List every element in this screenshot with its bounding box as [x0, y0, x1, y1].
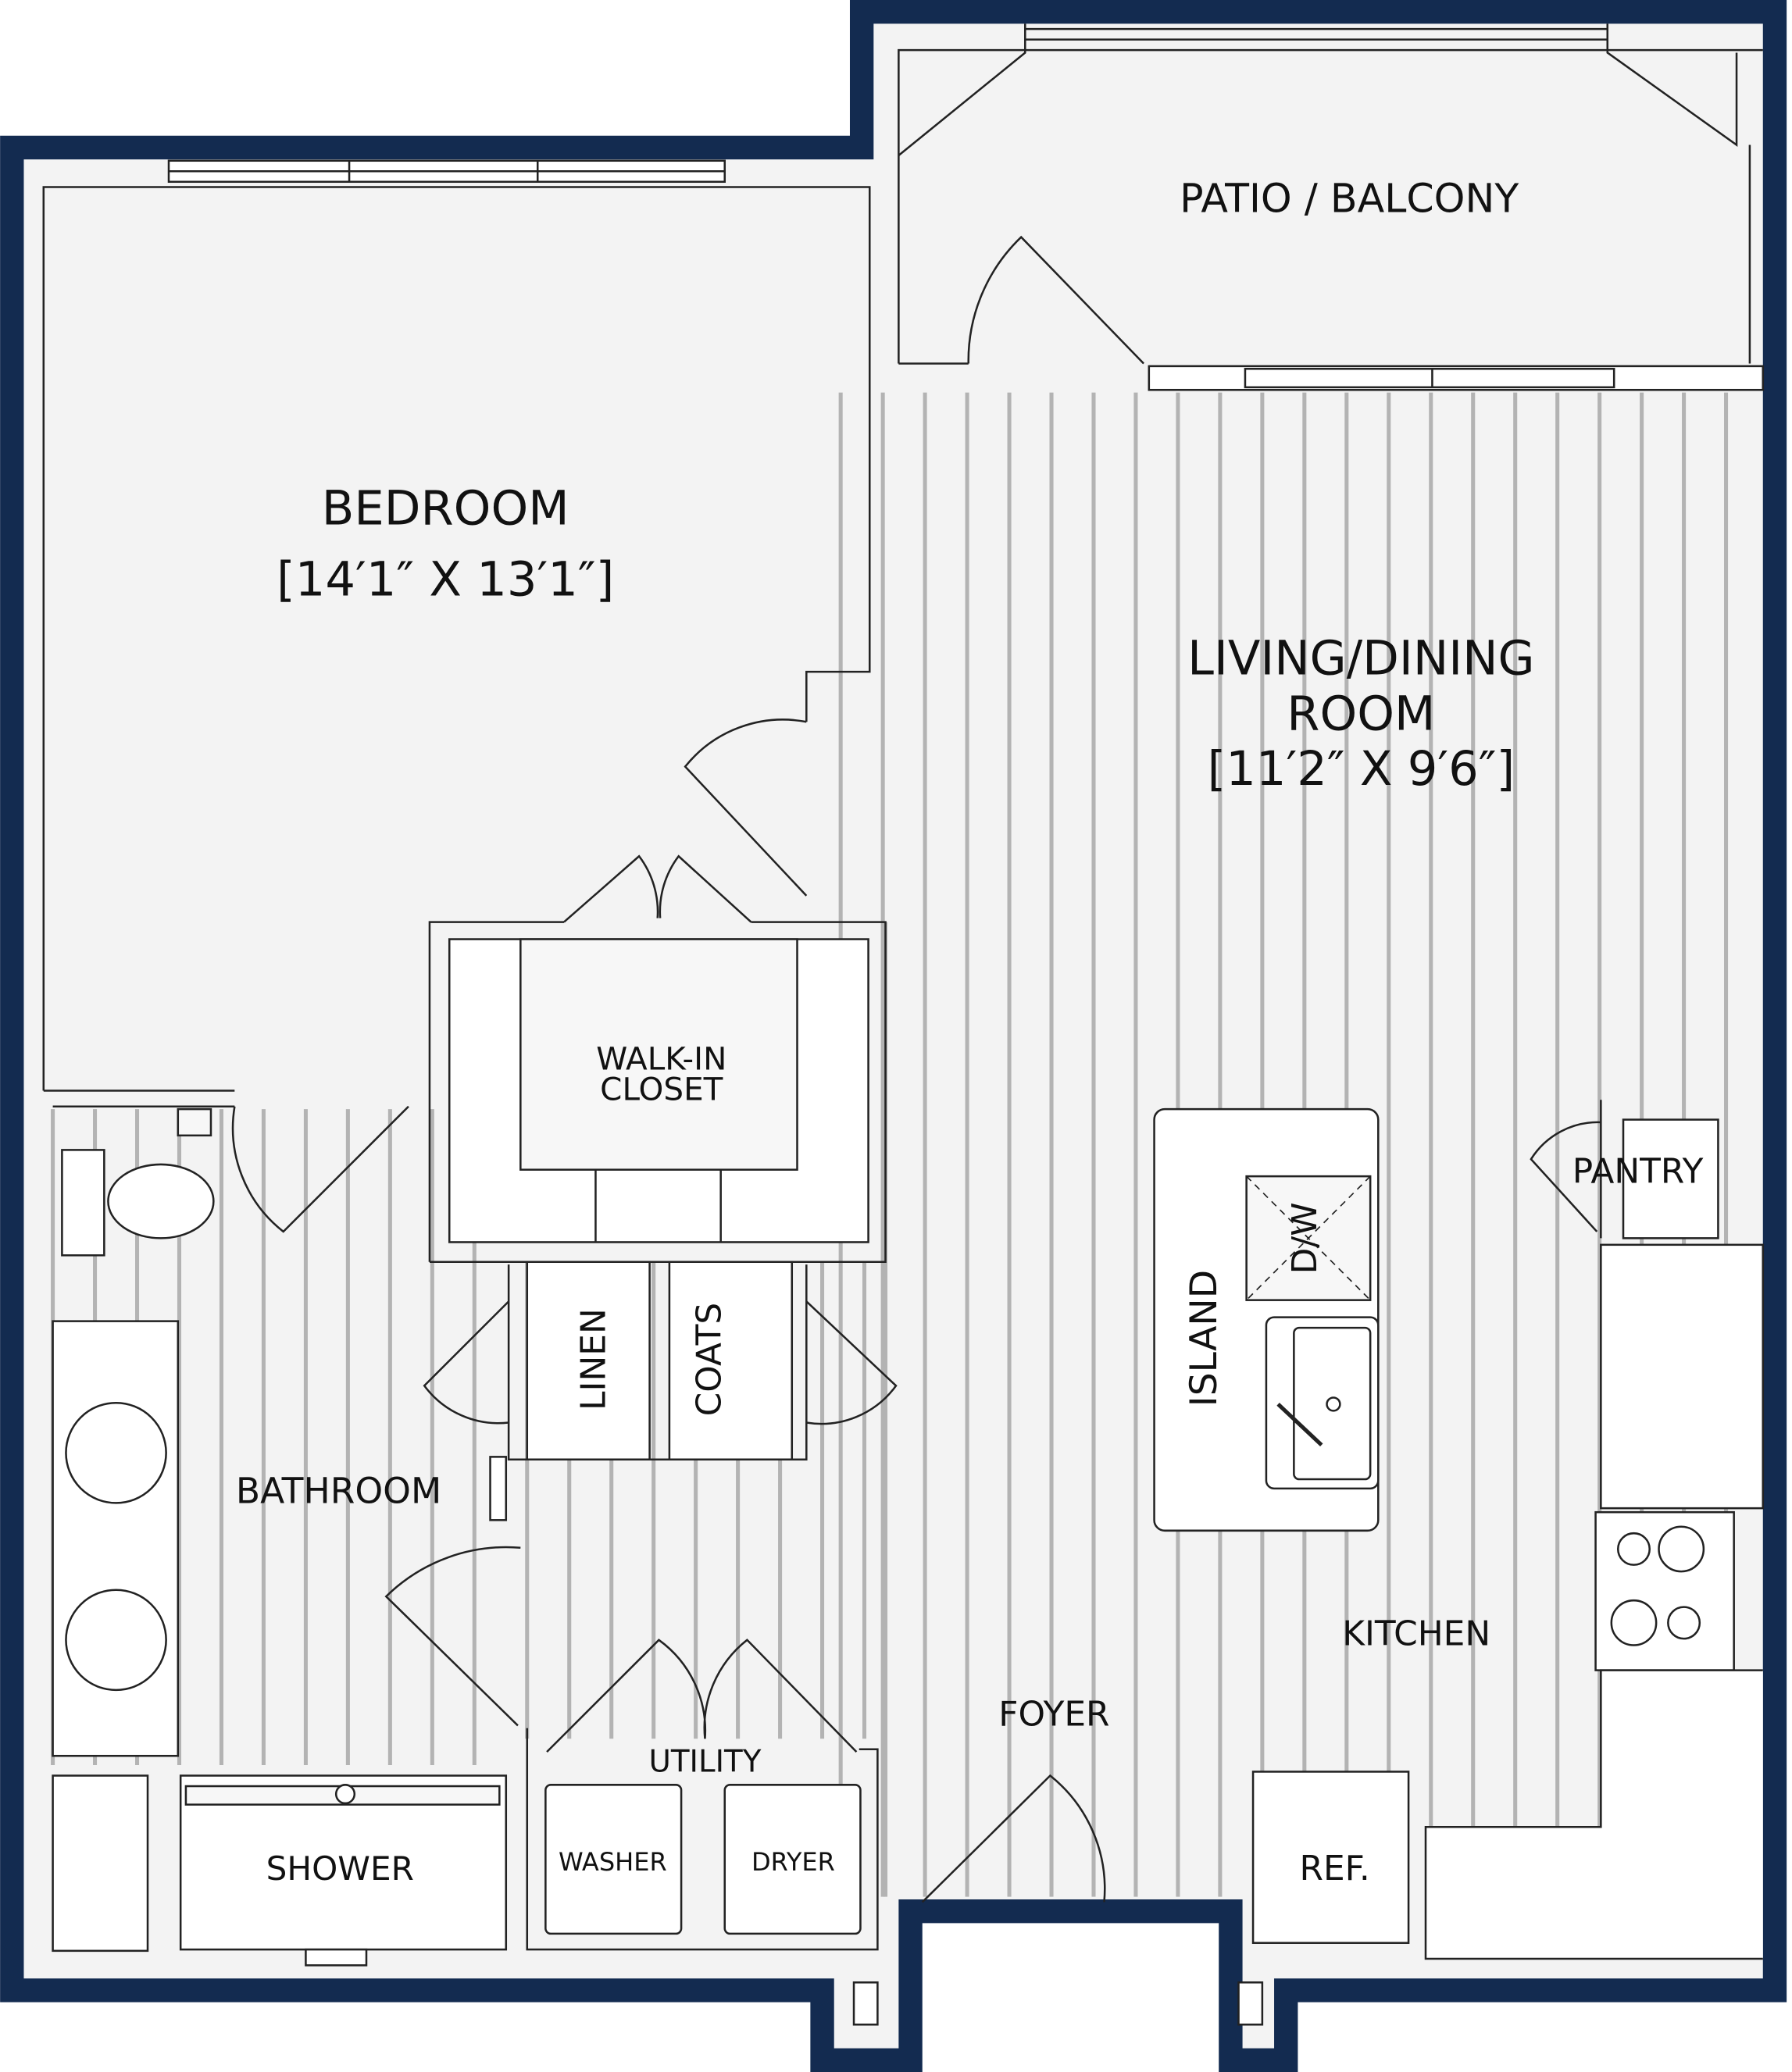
- pantry-door[interactable]: [1530, 1121, 1601, 1232]
- living-dims: [11′2″ X 9′6″]: [1208, 742, 1515, 797]
- kitchen-label: KITCHEN: [1342, 1614, 1490, 1654]
- utility-double-door[interactable]: [546, 1639, 858, 1753]
- dryer: [723, 1784, 862, 1935]
- refrigerator: [1251, 1771, 1410, 1944]
- foyer: FOYER: [921, 1694, 1110, 1903]
- bathroom-door[interactable]: [231, 1105, 409, 1233]
- entry-door[interactable]: [921, 1774, 1106, 1903]
- bathroom: BATHROOM SHOWER: [52, 1105, 521, 1967]
- patio: PATIO / BALCONY: [898, 23, 1765, 391]
- sink-icon: [65, 1401, 167, 1504]
- burner-icon: [1616, 1532, 1651, 1566]
- closet-label-line1: WALK-IN: [596, 1040, 726, 1078]
- burner-icon: [1667, 1606, 1701, 1640]
- bedroom-door[interactable]: [684, 719, 808, 897]
- foyer-label: FOYER: [998, 1694, 1109, 1734]
- patio-label: PATIO / BALCONY: [1180, 176, 1519, 222]
- closet-double-door[interactable]: [563, 854, 752, 923]
- living-window: [1244, 367, 1615, 389]
- ref-label: REF.: [1299, 1849, 1369, 1888]
- shower-label: SHOWER: [266, 1849, 414, 1888]
- living-label-line2: ROOM: [1287, 687, 1435, 741]
- linen-door[interactable]: [423, 1300, 510, 1425]
- toilet-tank: [61, 1149, 105, 1257]
- island-label: ISLAND: [1183, 1270, 1226, 1407]
- toilet-icon: [107, 1163, 215, 1239]
- washer-label: WASHER: [559, 1847, 667, 1877]
- bedroom-label: BEDROOM: [322, 481, 569, 536]
- patio-door[interactable]: [967, 235, 1144, 365]
- burner-icon: [1610, 1599, 1658, 1646]
- coats-label: COATS: [690, 1303, 730, 1417]
- bedroom: BEDROOM [14′1″ X 13′1″]: [42, 159, 871, 1092]
- closet-label-line2: CLOSET: [600, 1070, 723, 1107]
- pantry-shelf: [1622, 1118, 1719, 1239]
- counter: [1600, 1243, 1765, 1510]
- bathroom-label: BATHROOM: [236, 1470, 441, 1511]
- linen-cabinet: [52, 1774, 149, 1953]
- dishwasher-label: D/W: [1285, 1202, 1325, 1274]
- linen-coats-closets: LINEN COATS: [423, 1261, 898, 1461]
- dryer-label: DRYER: [751, 1847, 835, 1877]
- coats-door[interactable]: [805, 1300, 898, 1425]
- living-dining-room: LIVING/DINING ROOM [11′2″ X 9′6″]: [1187, 632, 1534, 797]
- living-label-line1: LIVING/DINING: [1187, 632, 1534, 687]
- burner-icon: [1658, 1525, 1705, 1573]
- bedroom-dims: [14′1″ X 13′1″]: [277, 552, 614, 607]
- bathroom-utility-door[interactable]: [384, 1546, 521, 1727]
- kitchen: D/W ISLAND PANTRY KITCHEN REF.: [1153, 1100, 1765, 1960]
- pantry-label: PANTRY: [1572, 1152, 1704, 1192]
- towel-bar: [489, 1456, 508, 1521]
- sink-icon: [65, 1589, 167, 1692]
- utility-room: UTILITY WASHER DRYER: [526, 1639, 879, 1951]
- linen-label: LINEN: [573, 1308, 613, 1410]
- utility-label: UTILITY: [648, 1744, 761, 1779]
- toilet-paper-icon: [177, 1107, 212, 1137]
- walk-in-closet: WALK-IN CLOSET: [428, 854, 887, 1264]
- interior-floor: [23, 23, 1763, 2049]
- washer: [544, 1784, 683, 1935]
